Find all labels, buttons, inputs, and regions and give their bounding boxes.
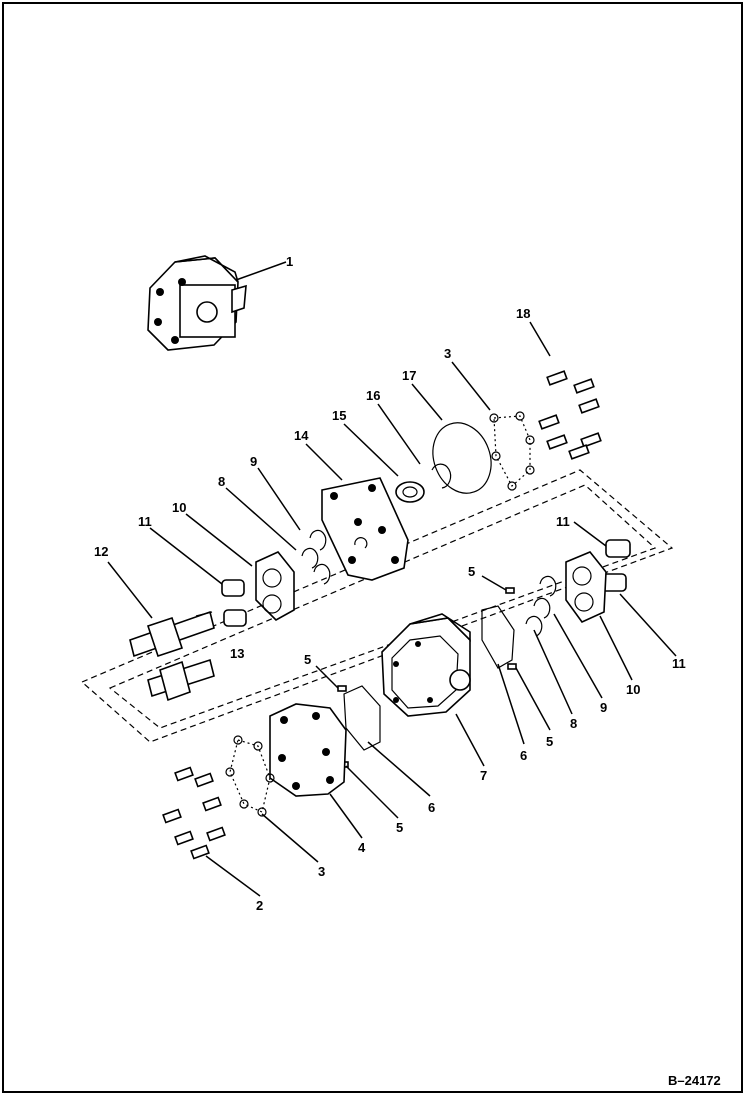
dashed-guide-outline (80, 469, 674, 743)
pump-body (381, 613, 471, 717)
callout-12: 12 (94, 544, 108, 559)
callout-6-left: 6 (428, 800, 435, 815)
callout-8-right: 8 (570, 716, 577, 731)
shaft-seal (395, 481, 425, 503)
callout-10-left: 10 (172, 500, 186, 515)
washer-ring-upper (489, 411, 535, 491)
seal-ring (432, 422, 492, 494)
callout-1: 1 (286, 254, 293, 269)
callout-7: 7 (480, 768, 487, 783)
callout-5-left-upper: 5 (304, 652, 311, 667)
callout-3-upper: 3 (444, 346, 451, 361)
drive-gear-shaft (129, 610, 215, 658)
callout-18: 18 (516, 306, 530, 321)
body-seal-right (481, 605, 515, 669)
assembled-pump (147, 255, 247, 351)
bushings-left (221, 579, 247, 627)
bearing-block-left (255, 551, 295, 621)
washer-ring-lower (225, 735, 275, 817)
callout-9-left: 9 (250, 454, 257, 469)
idler-gear-shaft (147, 658, 215, 702)
callout-16: 16 (366, 388, 380, 403)
callout-4: 4 (358, 840, 366, 855)
callout-13: 13 (230, 646, 244, 661)
callout-11-right-lower: 11 (672, 656, 686, 671)
snap-rings-right (525, 575, 557, 637)
body-seal-left (343, 685, 381, 751)
callout-9-right: 9 (600, 700, 607, 715)
bolts-upper-set (538, 370, 602, 460)
callout-15: 15 (332, 408, 346, 423)
retaining-ring (431, 463, 452, 489)
callout-5-right-lower: 5 (546, 734, 553, 749)
callout-11-left: 11 (138, 514, 152, 529)
callout-17: 17 (402, 368, 416, 383)
snap-rings-left (301, 529, 331, 585)
figure-reference: B–24172 (668, 1073, 721, 1088)
rear-cover (269, 703, 347, 797)
callout-labels: 1 18 3 17 16 15 14 9 8 10 11 12 13 11 5 … (94, 254, 686, 913)
callout-2: 2 (256, 898, 263, 913)
callout-11-right-upper: 11 (556, 514, 570, 529)
bolts-lower-set (162, 766, 226, 860)
leader-lines (107, 261, 677, 897)
callout-14: 14 (294, 428, 309, 443)
callout-10-right: 10 (626, 682, 640, 697)
bearing-block-right (565, 551, 607, 623)
bushings-right (601, 539, 631, 592)
callout-5-right-upper: 5 (468, 564, 475, 579)
front-cover (321, 477, 409, 581)
callout-5-left-lower: 5 (396, 820, 403, 835)
callout-8-left: 8 (218, 474, 225, 489)
callout-3-lower: 3 (318, 864, 325, 879)
callout-6-right: 6 (520, 748, 527, 763)
